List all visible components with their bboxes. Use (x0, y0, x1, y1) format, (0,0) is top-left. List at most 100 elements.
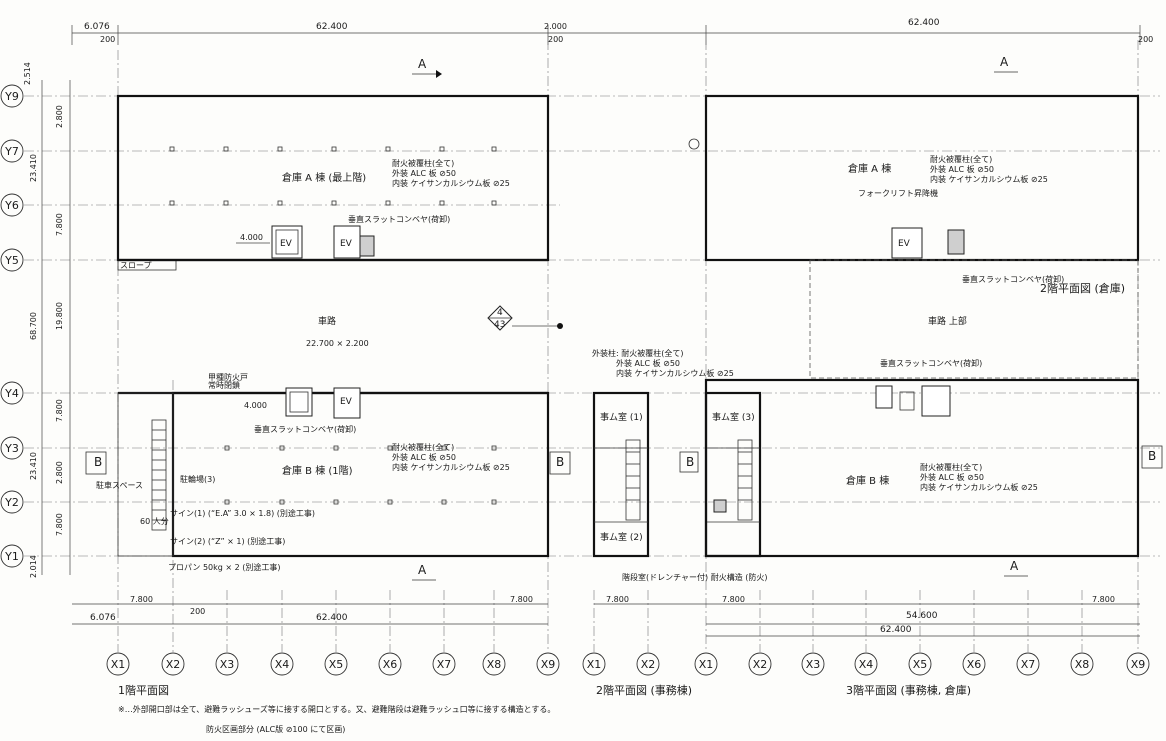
y-bubble-y2: Y2 (0, 490, 24, 514)
plan3-conveyor-label: 垂直スラットコンベヤ(荷卸) (962, 274, 1064, 284)
svg-text:X4: X4 (275, 658, 290, 671)
plan1-warehouse-a-spec1: 耐火被覆柱(全て) (392, 158, 454, 168)
plan2-room2: 事ム室 (2) (600, 531, 643, 543)
svg-text:X2: X2 (753, 658, 768, 671)
plan1-fire-door2: 常時閉鎖 (208, 380, 240, 390)
plan1-corridor-label: 車路 (318, 315, 336, 327)
x-bubble-r-x2: X2 (748, 652, 772, 676)
bottom-dim-1: 7.800 (130, 595, 153, 604)
svg-text:X8: X8 (1075, 658, 1090, 671)
y-dim-6: 19.800 (55, 302, 64, 330)
x-bubble-r-x8: X8 (1070, 652, 1094, 676)
top-dim-3: 2.000 (544, 22, 567, 31)
plan2-spec: 外装柱: 耐火被覆柱(全て) (592, 348, 683, 358)
top-dim-7: 200 (1138, 35, 1153, 44)
plan1-warehouse-b-spec1: 耐火被覆柱(全て) (392, 442, 454, 452)
plan3-conveyor-b-label: 垂直スラットコンベヤ(荷卸) (880, 358, 982, 368)
plan2-room1: 事ム室 (1) (600, 411, 643, 423)
plan1-ev-shaft-4: EV (333, 387, 361, 419)
y-bubble-y6: Y6 (0, 193, 24, 217)
x-bubble-r-x3: X3 (801, 652, 825, 676)
plan3-roof-label: 車路 上部 (928, 315, 967, 327)
svg-text:X9: X9 (541, 658, 556, 671)
y-bubble-y1: Y1 (0, 544, 24, 568)
plan1-dim-22700: 22.700 × 2.200 (306, 339, 369, 348)
svg-text:Y1: Y1 (4, 550, 19, 563)
plan3-caption: 3階平面図 (事務棟, 倉庫) (846, 683, 971, 697)
y-bubble-y9: Y9 (0, 84, 24, 108)
plan1-propane: プロパン 50kg × 2 (別途工事) (168, 562, 281, 572)
plan2-b-mark: B (686, 455, 694, 469)
plan1-slope-label: スロープ (120, 261, 152, 270)
x-bubble-x1: X1 (106, 652, 130, 676)
bottom-dim-7: 7.800 (722, 595, 745, 604)
bottom-dim-5: 62.400 (316, 613, 348, 623)
plan1-warehouse-b-spec2: 外装 ALC 板 ⊘50 (392, 452, 456, 462)
x-axis-bubbles-left: X1 X2 X3 X4 X5 X6 X7 X8 X9 (106, 652, 560, 676)
x-axis-grid (117, 40, 1139, 652)
plan2-room3: 事ム室 (3) (712, 411, 755, 423)
svg-text:X5: X5 (913, 658, 928, 671)
plan3-warehouse-a-label: 倉庫 A 棟 (848, 162, 891, 175)
svg-text:Y9: Y9 (4, 90, 19, 103)
plan1-bikes-label: 駐輪場(3) (180, 474, 215, 484)
svg-text:X7: X7 (437, 658, 452, 671)
y-dim-8: 23.410 (29, 452, 38, 480)
y-dim-3: 23.410 (29, 154, 38, 182)
svg-text:Y4: Y4 (4, 387, 19, 400)
plan3-2f-title: 2階平面図 (倉庫) (1040, 281, 1125, 295)
plan2-note: 階段室(ドレンチャー付) 耐火構造 (防火) (622, 572, 768, 582)
y-dim-11: 2.014 (29, 555, 38, 578)
section-b-mid: B (556, 455, 564, 469)
bottom-dim-3: 7.800 (510, 595, 533, 604)
svg-text:X5: X5 (329, 658, 344, 671)
plan1-columns-b (224, 445, 497, 505)
plan3-spec-b3: 内装 ケイサンカルシウム板 ⊘25 (920, 482, 1038, 492)
y-bubble-y7: Y7 (0, 139, 24, 163)
plan3-shaft-b2 (921, 385, 951, 417)
y-dim-1: 2.514 (23, 62, 32, 85)
plan1-section-arrows: A A B B (85, 57, 571, 581)
svg-text:X2: X2 (166, 658, 181, 671)
x-bubble-r-x4: X4 (854, 652, 878, 676)
plan1-warehouse-a-label: 倉庫 A 棟 (最上階) (282, 171, 366, 184)
bottom-dim-4: 6.076 (90, 613, 116, 623)
plan1-fire-door: 甲種防火戸 (208, 372, 248, 382)
top-dimension-line: 6.076 62.400 2.000 62.400 200 200 200 (71, 18, 1153, 45)
svg-text:X3: X3 (806, 658, 821, 671)
plan1-dim-4000: 4.000 (240, 233, 263, 242)
x-bubble-r-x7: X7 (1016, 652, 1040, 676)
x-bubble-r-x1: X1 (694, 652, 718, 676)
plan1-warehouse-a-spec2: 外装 ALC 板 ⊘50 (392, 168, 456, 178)
x-bubble-mid-x1: X1 (582, 652, 606, 676)
svg-text:EV: EV (340, 239, 353, 249)
svg-text:X1: X1 (587, 658, 602, 671)
plan1-caption: 1階平面図 (118, 683, 169, 697)
top-dim-6: 200 (548, 35, 563, 44)
plan1-parking-label: 駐車スペース (96, 480, 143, 490)
plan3-spec3: 内装 ケイサンカルシウム板 ⊘25 (930, 174, 1048, 184)
plan3-spec-b2: 外装 ALC 板 ⊘50 (920, 472, 984, 482)
x-bubble-x4: X4 (270, 652, 294, 676)
y-dim-2: 2.800 (55, 105, 64, 128)
svg-text:X9: X9 (1131, 658, 1146, 671)
svg-text:X1: X1 (699, 658, 714, 671)
plan2-caption: 2階平面図 (事務棟) (596, 683, 692, 697)
section-a-top-left: A (418, 57, 427, 71)
plan1-ev-shaft-1: EV (271, 225, 303, 259)
plan2-spec2: 外装 ALC 板 ⊘50 (616, 358, 680, 368)
plan1-dim-4000b: 4.000 (244, 401, 267, 410)
y-bubble-y5: Y5 (0, 248, 24, 272)
x-axis-bubbles-mid: X1 X2 (582, 652, 660, 676)
plan1-lot-area: 60 人分 (140, 517, 169, 526)
section-a-bottom-right: A (1010, 559, 1019, 573)
plan3-forklift: フォークリフト昇降機 (858, 188, 938, 198)
plan3-roof: 車路 上部 2階平面図 (倉庫) (809, 259, 1139, 379)
plan3-spec-b1: 耐火被覆柱(全て) (920, 462, 982, 472)
svg-text:4: 4 (497, 308, 503, 318)
plan1-columns-a (169, 146, 497, 206)
svg-text:EV: EV (340, 397, 353, 407)
svg-text:X4: X4 (859, 658, 874, 671)
plan3-spec2: 外装 ALC 板 ⊘50 (930, 164, 994, 174)
plan3-conveyor-a (947, 229, 965, 255)
